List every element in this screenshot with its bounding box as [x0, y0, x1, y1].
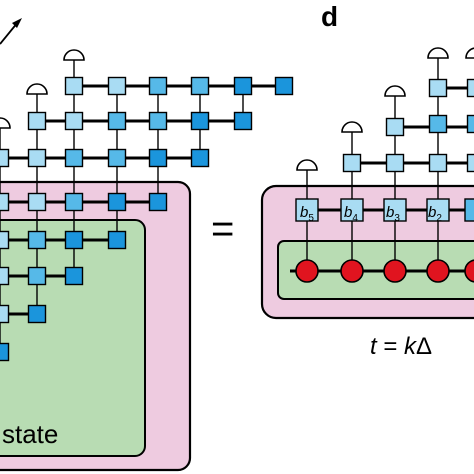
tensor-node — [107, 230, 127, 250]
tensor-node — [107, 148, 127, 168]
tensor-node — [27, 192, 47, 212]
measurement-meter-icon — [63, 49, 85, 61]
measurement-meter-icon — [427, 47, 449, 59]
measurement-meter-icon — [341, 121, 363, 133]
tensor-node — [64, 148, 84, 168]
diagonal-arrow-icon — [0, 18, 22, 45]
tensor-node — [107, 76, 127, 96]
tensor-node — [190, 76, 210, 96]
tensor-node — [466, 114, 474, 134]
mps-site-dot — [383, 259, 407, 283]
tensor-node — [148, 76, 168, 96]
tensor-node — [428, 153, 448, 173]
tensor-node — [148, 111, 168, 131]
mps-site-dot — [464, 259, 474, 283]
mps-site-dot — [426, 259, 450, 283]
tensor-node — [107, 111, 127, 131]
left-tensor-network — [0, 49, 294, 362]
tensor-node — [27, 304, 47, 324]
time-label: t = kΔ — [370, 333, 432, 360]
tensor-node — [64, 76, 84, 96]
tensor-node — [64, 230, 84, 250]
tensor-node — [190, 148, 210, 168]
measurement-meter-icon — [465, 47, 474, 59]
mps-site-dot — [340, 259, 364, 283]
tensor-node — [0, 342, 10, 362]
tensor-node — [64, 266, 84, 286]
tensor-node — [148, 192, 168, 212]
tensor-node — [233, 111, 253, 131]
tensor-node — [340, 198, 364, 222]
bond-label-b4: b4 — [344, 204, 358, 224]
tensor-node — [295, 198, 319, 222]
state-label: state — [2, 419, 58, 449]
tensor-node — [27, 230, 47, 250]
tensor-node — [383, 198, 407, 222]
tensor-node — [0, 304, 10, 324]
bond-label-b5: b5 — [300, 204, 314, 224]
tensor-node — [274, 76, 294, 96]
bond-label-b2: b2 — [428, 204, 442, 224]
right-tensor-network — [290, 47, 474, 283]
tensor-node — [64, 111, 84, 131]
tensor-node — [0, 148, 10, 168]
panel-d: d t = kΔ b5 b4 b3 b2 — [260, 1, 474, 360]
tensor-node — [0, 192, 10, 212]
panel-label-d: d — [321, 1, 338, 32]
tensor-node — [385, 153, 405, 173]
measurement-meter-icon — [384, 85, 406, 97]
tensor-node — [0, 230, 10, 250]
tensor-node — [426, 198, 450, 222]
tensor-node — [466, 78, 474, 98]
tensor-node — [385, 117, 405, 137]
tensor-node — [0, 266, 10, 286]
tensor-node — [148, 148, 168, 168]
tensor-node — [107, 192, 127, 212]
tensor-node — [27, 148, 47, 168]
tensor-node — [466, 153, 474, 173]
tensor-node — [27, 266, 47, 286]
bond-label-b3: b3 — [386, 204, 400, 224]
tensor-node — [342, 153, 362, 173]
tensor-node — [64, 192, 84, 212]
measurement-meter-icon — [296, 159, 318, 171]
equals-sign: = — [211, 207, 234, 251]
tensor-node — [27, 111, 47, 131]
tensor-node — [233, 76, 253, 96]
tensor-node — [190, 111, 210, 131]
tensor-node — [428, 114, 448, 134]
panel-c: state — [0, 18, 294, 472]
tensor-node — [464, 198, 474, 222]
mps-site-dot — [295, 259, 319, 283]
tensor-node — [428, 78, 448, 98]
measurement-meter-icon — [0, 117, 11, 129]
measurement-meter-icon — [26, 83, 48, 95]
